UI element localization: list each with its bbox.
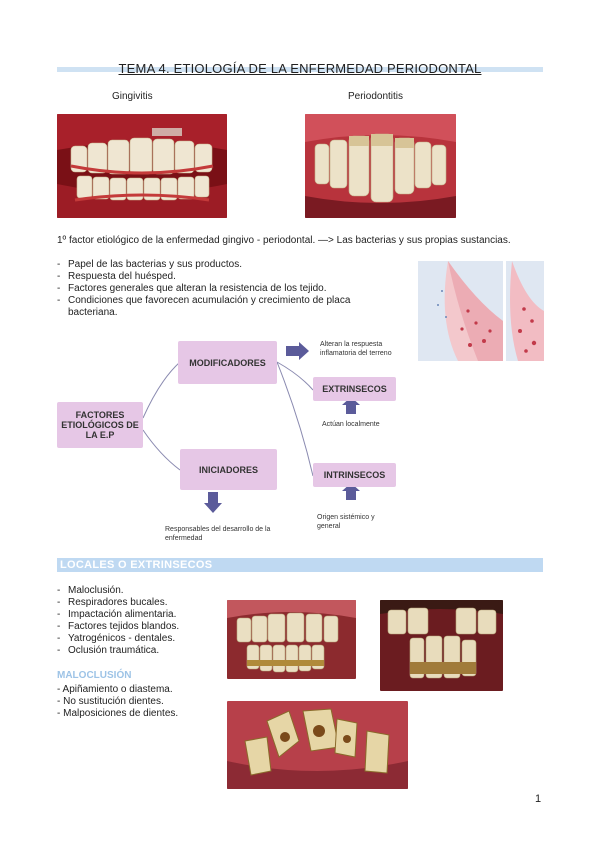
section-title: LOCALES O EXTRINSECOS [60, 559, 213, 571]
section-list-item: Factores tejidos blandos. [57, 621, 227, 633]
intro-list-item: Factores generales que alteran la resist… [57, 283, 397, 295]
diagram-modificadores-box: MODIFICADORES [178, 341, 277, 384]
section-list-item: Maloclusión. [57, 585, 227, 597]
note-extrinsecos: Actúan localmente [322, 421, 380, 428]
subsection-title: MALOCLUSIÓN [57, 670, 132, 681]
arrow-right-icon [286, 342, 309, 360]
diagram-intrinsecos-box: INTRINSECOS [313, 463, 396, 487]
intro-list-item: Respuesta del huésped. [57, 271, 397, 283]
section-header-bar [57, 558, 543, 572]
caption-periodontitis: Periodontitis [348, 91, 404, 102]
gingivitis-photo [57, 114, 227, 218]
intro-list: Papel de las bacterias y sus productos. … [57, 259, 397, 319]
subsection-list-item: - Apiñamiento o diastema. [57, 684, 173, 695]
periodontium-illustration-disease [506, 261, 544, 361]
maloclusion-photo-1 [227, 600, 356, 679]
section-list-item: Oclusión traumática. [57, 645, 227, 657]
page-title: TEMA 4. ETIOLOGÍA DE LA ENFERMEDAD PERIO… [118, 61, 482, 76]
subsection-list-item: - Malposiciones de dientes. [57, 708, 179, 719]
maloclusion-photo-2 [380, 600, 503, 691]
maloclusion-photo-3 [227, 701, 408, 789]
note-iniciadores: Responsables del desarrollo de la enferm… [165, 526, 271, 542]
caption-gingivitis: Gingivitis [112, 91, 153, 102]
intro-list-item: Papel de las bacterias y sus productos. [57, 259, 397, 271]
arrow-up-icon [342, 483, 360, 500]
title-highlight [57, 67, 543, 72]
subsection-list-item: - No sustitución dientes. [57, 696, 164, 707]
diagram-extrinsecos-box: EXTRINSECOS [313, 377, 396, 401]
periodontitis-photo [305, 114, 456, 218]
note-modificadores: Alteran la respuesta inflamatoria del te… [320, 341, 392, 357]
diagram-root-box: FACTORES ETIOLÓGICOS DE LA E.P [57, 402, 143, 448]
page-number: 1 [535, 793, 542, 805]
section-list: Maloclusión. Respiradores bucales. Impac… [57, 585, 227, 657]
note-intrinsecos: Origen sistémico y general [317, 514, 375, 530]
intro-list-item: Condiciones que favorecen acumulación y … [57, 295, 397, 319]
section-list-item: Respiradores bucales. [57, 597, 227, 609]
section-list-item: Yatrogénicos - dentales. [57, 633, 227, 645]
section-list-item: Impactación alimentaria. [57, 609, 227, 621]
intro-paragraph: 1º factor etiológico de la enfermedad gi… [57, 235, 511, 246]
arrow-down-icon [204, 492, 222, 513]
periodontium-illustration-healthy [418, 261, 503, 361]
arrow-up-icon [342, 397, 360, 414]
diagram-iniciadores-box: INICIADORES [180, 449, 277, 490]
